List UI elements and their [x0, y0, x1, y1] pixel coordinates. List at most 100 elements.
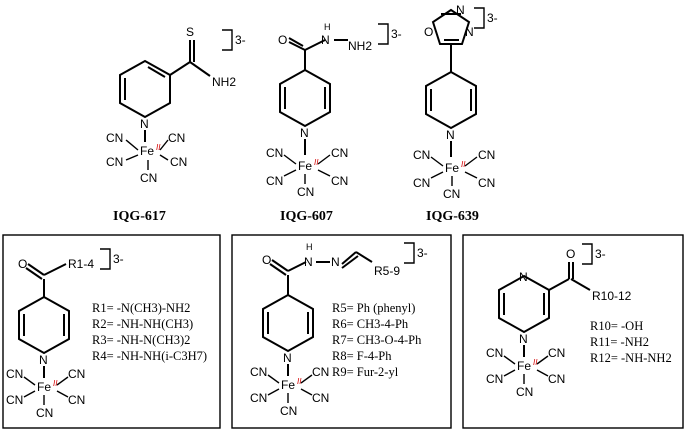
- cyanide-ligand: CN: [312, 365, 329, 379]
- cyanide-ligand: CN: [478, 176, 495, 190]
- cn-bond: [125, 154, 139, 161]
- imine-nitrogen: N: [331, 255, 340, 269]
- charge-label: 3-: [487, 11, 498, 25]
- substituent-line: R10= -OH: [590, 319, 643, 333]
- c-r-bond: [355, 251, 373, 263]
- cn-bond: [464, 156, 478, 167]
- pyridine-nitrogen: N: [140, 117, 149, 131]
- cyanide-ligand: CN: [106, 155, 123, 169]
- r-group-label: R1-4: [68, 257, 94, 271]
- cn-bond: [503, 355, 516, 365]
- cyanide-ligand: CN: [548, 372, 565, 386]
- cyanide-ligand: CN: [331, 146, 348, 160]
- cyanide-ligand: CN: [140, 171, 157, 185]
- iron-atom: Fe: [517, 359, 531, 373]
- cn-bond: [159, 154, 169, 161]
- structure-iqg617: S NH2 3- N Fe II CN CN CN CN CN IQG-617: [106, 25, 246, 224]
- oxidation-state: II: [156, 143, 161, 152]
- cyanide-ligand: CN: [516, 385, 533, 399]
- cn-bond: [23, 376, 36, 386]
- carbonyl-oxygen: O: [278, 33, 287, 47]
- charge-bracket: [404, 242, 415, 264]
- box-frame: [231, 234, 452, 429]
- ring-nitrogen: N: [465, 25, 474, 39]
- compound-caption: IQG-607: [280, 209, 333, 224]
- pyridine-ring: [279, 68, 331, 128]
- pyrazine-nitrogen: N: [519, 270, 528, 284]
- cn-bond: [267, 374, 280, 384]
- carbonyl-oxygen: O: [262, 253, 271, 267]
- substituent-line: R12= -NH-NH2: [590, 351, 672, 365]
- cyanide-ligand: CN: [36, 406, 53, 420]
- cyanide-ligand: CN: [6, 393, 23, 407]
- cn-bond: [430, 171, 444, 179]
- hydrazide-hydrogen: H: [324, 22, 331, 32]
- cyanide-ligand: CN: [68, 393, 85, 407]
- pyridine-ring: [119, 59, 171, 119]
- iron-atom: Fe: [281, 378, 295, 392]
- cyanide-ligand: CN: [331, 174, 348, 188]
- cyanide-ligand: CN: [266, 174, 283, 188]
- cn-bond: [56, 376, 69, 386]
- cn-double-bond: [341, 255, 359, 269]
- charge-bracket: [378, 23, 389, 45]
- amine-group: NH2: [348, 39, 372, 53]
- cyanide-ligand: CN: [312, 391, 329, 405]
- cyanide-ligand: CN: [250, 391, 267, 405]
- cyanide-ligand: CN: [413, 176, 430, 190]
- cyanide-ligand: CN: [280, 404, 297, 418]
- cyanide-ligand: CN: [68, 367, 85, 381]
- ring-substituent-bond: [548, 278, 570, 291]
- box-frame: [462, 234, 684, 429]
- cyanide-ligand: CN: [443, 187, 460, 201]
- co-double-bond: [25, 267, 43, 280]
- substituent-line: R6= CH3-4-Ph: [332, 317, 409, 331]
- charge-label: 3-: [595, 247, 606, 261]
- cn-bond: [23, 390, 36, 398]
- series-box-1: O R1-4 3- N Fe II CN CN CN CN CN R1= -N(…: [2, 234, 221, 429]
- cyanide-ligand: CN: [297, 185, 314, 199]
- charge-label: 3-: [113, 252, 124, 266]
- charge-bracket: [222, 29, 233, 51]
- substituent-line: R8= F-4-Ph: [332, 349, 392, 363]
- cn-bond: [503, 369, 516, 377]
- pyridine-ring: [262, 293, 314, 353]
- oxidation-state: II: [53, 379, 58, 388]
- box-frame: [2, 234, 221, 429]
- cn-bond: [56, 390, 69, 398]
- cn-bond: [430, 156, 444, 167]
- co-double-bond: [269, 263, 287, 276]
- pyrazine-ring: [498, 274, 550, 334]
- cn-bond: [283, 169, 297, 177]
- compound-caption: IQG-617: [113, 209, 166, 224]
- carbonyl-oxygen: O: [18, 257, 27, 271]
- iron-atom: Fe: [37, 380, 51, 394]
- hydrazone-nitrogen: N: [304, 255, 313, 269]
- substituent-line: R1= -N(CH3)-NH2: [92, 301, 190, 315]
- co-double-bond: [27, 263, 45, 276]
- charge-bracket: [474, 7, 485, 29]
- series-box-3: N O R10-12 3- N Fe II CN CN CN CN CN R10…: [462, 234, 684, 429]
- oxidation-state: II: [461, 160, 466, 169]
- pyridine-ring: [18, 295, 70, 355]
- c-r-bond: [570, 278, 591, 291]
- co-double-bond: [288, 41, 306, 51]
- cyanide-ligand: CN: [170, 155, 187, 169]
- co-double-bond: [271, 259, 289, 272]
- cn-bond: [300, 388, 313, 396]
- carbonyl-oxygen: O: [566, 247, 575, 261]
- cyanide-ligand: CN: [548, 346, 565, 360]
- amine-group: NH2: [212, 75, 236, 89]
- cyanide-ligand: CN: [413, 148, 430, 162]
- oxidation-state: II: [297, 377, 302, 386]
- hydrazone-hydrogen: H: [306, 242, 313, 252]
- pyrazine-nitrogen: N: [519, 332, 528, 346]
- ring-nitrogen: N: [456, 3, 465, 17]
- charge-label: 3-: [417, 246, 428, 260]
- cyanide-ligand: CN: [106, 131, 123, 145]
- pyridine-nitrogen: N: [283, 351, 292, 365]
- cyanide-ligand: CN: [266, 146, 283, 160]
- cyanide-ligand: CN: [478, 148, 495, 162]
- sulfur-atom: S: [186, 25, 194, 39]
